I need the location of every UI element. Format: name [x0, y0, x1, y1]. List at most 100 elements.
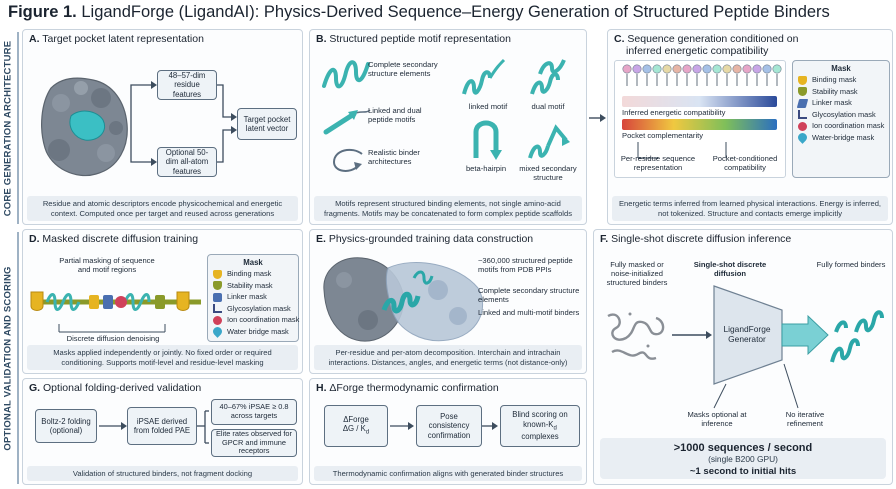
boltz-folding-box: Boltz-2 folding (optional): [35, 409, 97, 443]
label-masked-input: Fully masked or noise-initialized struct…: [606, 260, 668, 288]
label-realistic: Realistic binder architectures: [368, 148, 420, 167]
pocket-bar: [622, 119, 777, 130]
residue-token: [752, 64, 762, 74]
panel-c: C. Sequence generation conditioned on in…: [607, 29, 893, 225]
label-formed-binders: Fully formed binders: [816, 260, 886, 269]
binding-mask-icon: [213, 269, 222, 279]
glycosylation-mask-icon: [798, 110, 807, 119]
residue-token: [662, 64, 672, 74]
residue-token: [642, 64, 652, 74]
stability-mask-icon: [213, 281, 222, 290]
sequence-token-row: [622, 64, 782, 86]
noisy-binders-icon: [607, 312, 665, 360]
ion-coordination-mask-icon: [213, 315, 222, 325]
helix-motif-icon: [322, 60, 370, 89]
mask-legend-d-title: Mask: [243, 258, 263, 267]
delta-forge-box: ΔForge ΔG / Kd: [324, 405, 388, 447]
side-label-core: CORE GENERATION ARCHITECTURE: [2, 40, 14, 216]
stat-time: ~1 second to initial hits: [689, 466, 797, 477]
linker-mask-icon: [213, 292, 222, 302]
residue-token: [762, 64, 772, 74]
mask-item-ion: Ion coordination mask: [798, 121, 884, 131]
panel-g-title: G. Optional folding-derived validation: [29, 382, 202, 394]
linked-motif-icon: [323, 109, 371, 135]
stability-mask-icon: [798, 87, 807, 96]
mask-item-water: Water-bridge mask: [796, 131, 884, 144]
mask-item-binding: Binding mask: [798, 75, 884, 85]
mask-legend-c: Mask Binding mask Stability mask Linker …: [792, 60, 890, 178]
blind-scoring-box: Blind scoring on known-Kd complexes: [500, 405, 580, 447]
arrow-b-to-c: [589, 114, 606, 122]
panel-b-caption: Motifs represent structured binding elem…: [314, 196, 582, 221]
mask-d-water: Water bridge mask: [211, 325, 293, 338]
ion-coordination-mask-icon: [798, 121, 807, 131]
binding-mask-icon: [798, 75, 807, 85]
pose-consistency-box: Pose consistency confirmation: [416, 405, 482, 447]
label-complete-secondary: Complete secondary structure elements: [478, 286, 580, 305]
panel-b-title: B. Structured peptide motif representati…: [316, 33, 511, 45]
residue-token: [702, 64, 712, 74]
generator-label: LigandForge Generator: [723, 324, 771, 345]
label-linked-dual: Linked and dual peptide motifs: [368, 106, 422, 125]
panel-g-caption: Validation of structured binders, not fr…: [27, 465, 298, 481]
residue-token: [622, 64, 632, 74]
residue-token: [692, 64, 702, 74]
ipsae-box: iPSAE derived from folded PAE: [127, 407, 197, 445]
label-single-shot: Single-shot discrete diffusion: [693, 260, 767, 279]
residue-token: [652, 64, 662, 74]
side-label-optional: OPTIONAL VALIDATION AND SCORING: [2, 265, 14, 451]
water-bridge-mask-icon: [211, 325, 224, 338]
label-dual-motif: dual motif: [531, 102, 565, 111]
generator-funnel: [672, 285, 829, 385]
ipsae-rate-box: 40–67% iPSAE ≥ 0.8 across targets: [211, 399, 297, 425]
throughput-box: >1000 sequences / second (single B200 GP…: [600, 438, 886, 479]
panel-e-caption: Per-residue and per-atom decomposition. …: [314, 345, 582, 370]
denoise-arrows: [58, 324, 166, 333]
figure-title-text: LigandForge (LigandAI): Physics-Derived …: [81, 3, 830, 21]
label-energy-bar: Inferred energetic compatibility: [622, 108, 726, 117]
mask-d-stability: Stability mask: [213, 281, 293, 290]
mask-legend-d: Mask Binding mask Stability mask Linker …: [207, 254, 299, 342]
mask-legend-c-title: Mask: [831, 64, 851, 73]
panel-h-arrows: [390, 422, 498, 430]
protein-pocket-illustration: [41, 77, 128, 177]
formed-binders-icon: [830, 310, 884, 363]
linked-motif-example-icon: [462, 58, 506, 95]
mask-d-glyco: Glycosylation mask: [213, 304, 293, 313]
panel-h: H. ΔForge thermodynamic confirmation ΔFo…: [309, 378, 587, 485]
panel-f-title: F. Single-shot discrete diffusion infere…: [600, 233, 792, 245]
label-motif-count: ~360,000 structured peptide motifs from …: [478, 256, 573, 275]
residue-token: [632, 64, 642, 74]
label-beta-hairpin: beta-hairpin: [465, 164, 507, 173]
mask-item-stability: Stability mask: [798, 87, 884, 96]
residue-token: [722, 64, 732, 74]
water-bridge-mask-icon: [796, 131, 809, 144]
label-no-iterative: No iterative refinement: [785, 410, 825, 429]
label-pocket-bar: Pocket complementarity: [622, 131, 704, 140]
panel-c-leaders: [637, 142, 727, 159]
panel-c-caption: Energetic terms inferred from learned ph…: [612, 196, 888, 221]
panel-a-title: A. Target pocket latent representation: [29, 33, 204, 45]
residue-token: [712, 64, 722, 74]
realistic-binder-icon: [332, 148, 363, 172]
panel-h-title: H. ΔForge thermodynamic confirmation: [316, 382, 499, 394]
residue-token: [682, 64, 692, 74]
panel-b: B. Structured peptide motif representati…: [309, 29, 587, 225]
panel-g: G. Optional folding-derived validation B…: [22, 378, 303, 485]
mask-d-ion: Ion coordination mask: [213, 315, 299, 325]
label-per-residue: Per-residue sequence representation: [620, 154, 696, 173]
panel-d: D. Masked discrete diffusion training Pa…: [22, 229, 303, 374]
label-masks-optional: Masks optional at inference: [687, 410, 747, 429]
panel-f-leaders: [713, 363, 799, 409]
label-secondary-elements: Complete secondary structure elements: [368, 60, 438, 79]
stat-gpu: (single B200 GPU): [708, 454, 778, 464]
mask-item-linker: Linker mask: [796, 98, 884, 108]
label-linked-multi: Linked and multi-motif binders: [478, 308, 580, 317]
panel-d-caption: Masks applied independently or jointly. …: [27, 345, 298, 370]
mask-d-linker: Linker mask: [213, 292, 293, 302]
panel-a-caption: Residue and atomic descriptors encode ph…: [27, 196, 298, 221]
panel-e-title: E. Physics-grounded training data constr…: [316, 233, 534, 245]
panel-a: A. Target pocket latent representation 4…: [22, 29, 303, 225]
panel-a-arrows: [130, 81, 237, 166]
glycosylation-mask-icon: [213, 304, 222, 313]
